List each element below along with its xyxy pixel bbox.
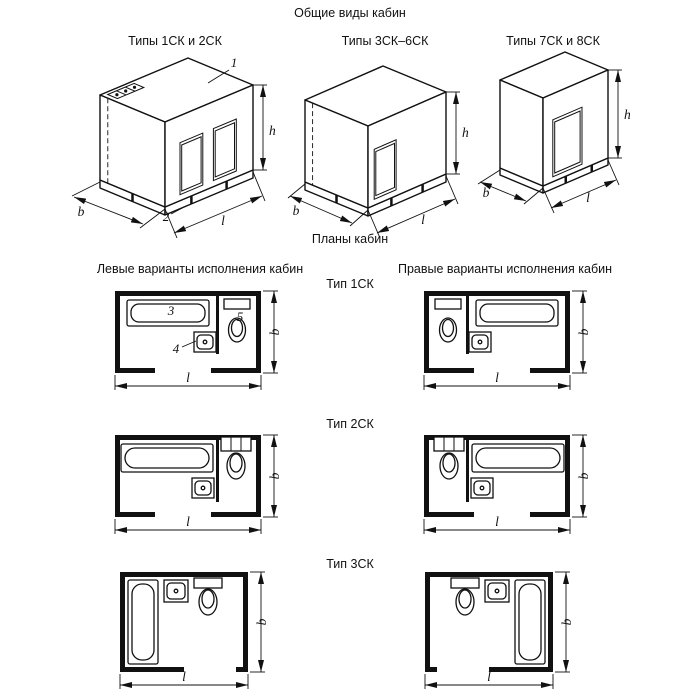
callout-2: 2 (163, 209, 170, 224)
dim-label-h: h (269, 123, 276, 138)
type-2sk-label: Тип 2СК (326, 417, 374, 431)
view-label-3sk-6sk: Типы 3СК–6СК (342, 34, 429, 48)
door-opening (179, 132, 204, 196)
general-views-title: Общие виды кабин (294, 6, 406, 20)
extension-line (139, 208, 166, 229)
left-variants-heading: Левые варианты исполнения кабин (97, 262, 303, 276)
door-opening (212, 118, 237, 182)
door-opening (552, 106, 583, 178)
right-variants-heading: Правые варианты исполнения кабин (398, 262, 612, 276)
extension-line (287, 183, 306, 199)
extension-line (252, 171, 266, 202)
plan-1sk-right (423, 290, 571, 374)
dimension-line-b (289, 195, 353, 224)
dim-label-b: b (483, 185, 490, 200)
extension-line (164, 208, 178, 239)
extension-line (523, 187, 544, 205)
roof-vent-mark (124, 89, 128, 93)
dim-label-h: h (462, 125, 469, 140)
callout-5: 5 (237, 309, 244, 324)
type-1sk-label: Тип 1СК (326, 277, 374, 291)
callout-leader (181, 340, 197, 348)
isometric-view-1sk-2sk: 1 2 h b l (71, 55, 276, 239)
dim-label-b: b (576, 328, 591, 335)
isometric-view-3sk-6sk: h b l (287, 65, 469, 239)
extension-line (367, 209, 381, 239)
dimension-line-b (479, 181, 527, 202)
dim-label-l: l (186, 514, 190, 529)
view-label-7sk-8sk: Типы 7СК и 8СК (506, 34, 600, 48)
callout-3: 3 (167, 303, 175, 318)
dim-label-l: l (421, 212, 425, 227)
door-frame (214, 122, 235, 178)
view-label-1sk-2sk: Типы 1СК и 2СК (128, 34, 222, 48)
roof-vent-divider (125, 86, 136, 92)
extension-line (445, 175, 459, 205)
dim-label-b: b (576, 472, 591, 479)
plan-3sk-left (119, 571, 249, 673)
dim-label-l: l (586, 190, 590, 205)
dim-label-b: b (559, 618, 574, 625)
dim-label-b: b (254, 618, 269, 625)
dimension-line-l (550, 179, 617, 209)
extension-line (71, 181, 101, 197)
extension-line (542, 187, 555, 214)
dim-label-b: b (267, 328, 282, 335)
extension-line (477, 169, 501, 185)
dimension-line-l (173, 195, 263, 234)
dim-label-l: l (495, 370, 499, 385)
section-plans: Планы кабин Левые варианты исполнения ка… (97, 232, 612, 689)
extension-line (349, 209, 369, 227)
plan-2sk-left (114, 434, 262, 518)
dim-label-l: l (186, 370, 190, 385)
plan-1sk-left (114, 290, 262, 374)
callout-1: 1 (231, 55, 238, 70)
type-3sk-label: Тип 3СК (326, 557, 374, 571)
dim-label-b: b (267, 472, 282, 479)
isometric-view-7sk-8sk: h b l (477, 51, 631, 214)
dim-label-h: h (624, 107, 631, 122)
roof-vent-divider (116, 90, 127, 96)
dim-label-l: l (487, 669, 491, 684)
plan-2sk-right (423, 434, 571, 518)
door-frame (181, 136, 202, 192)
roof-vent-mark (115, 93, 119, 97)
dim-label-b: b (78, 204, 85, 219)
plans-title: Планы кабин (312, 232, 388, 246)
plan-3sk-right (424, 571, 554, 673)
door-frame (375, 142, 395, 197)
dim-label-l: l (495, 514, 499, 529)
extension-line (607, 159, 620, 186)
dim-label-b: b (293, 203, 300, 218)
callout-leader (207, 69, 230, 84)
section-general-views: Общие виды кабин Типы 1СК и 2СК Типы 3СК… (71, 6, 631, 239)
door-frame (554, 110, 581, 174)
door-opening (373, 139, 397, 201)
roof-vent-mark (132, 85, 137, 89)
dim-label-l: l (182, 669, 186, 684)
dimension-line-b (73, 196, 144, 225)
callout-4: 4 (173, 341, 180, 356)
dimension-line-l (376, 198, 456, 234)
cabin-left-face (499, 79, 544, 187)
dim-label-l: l (221, 213, 225, 228)
